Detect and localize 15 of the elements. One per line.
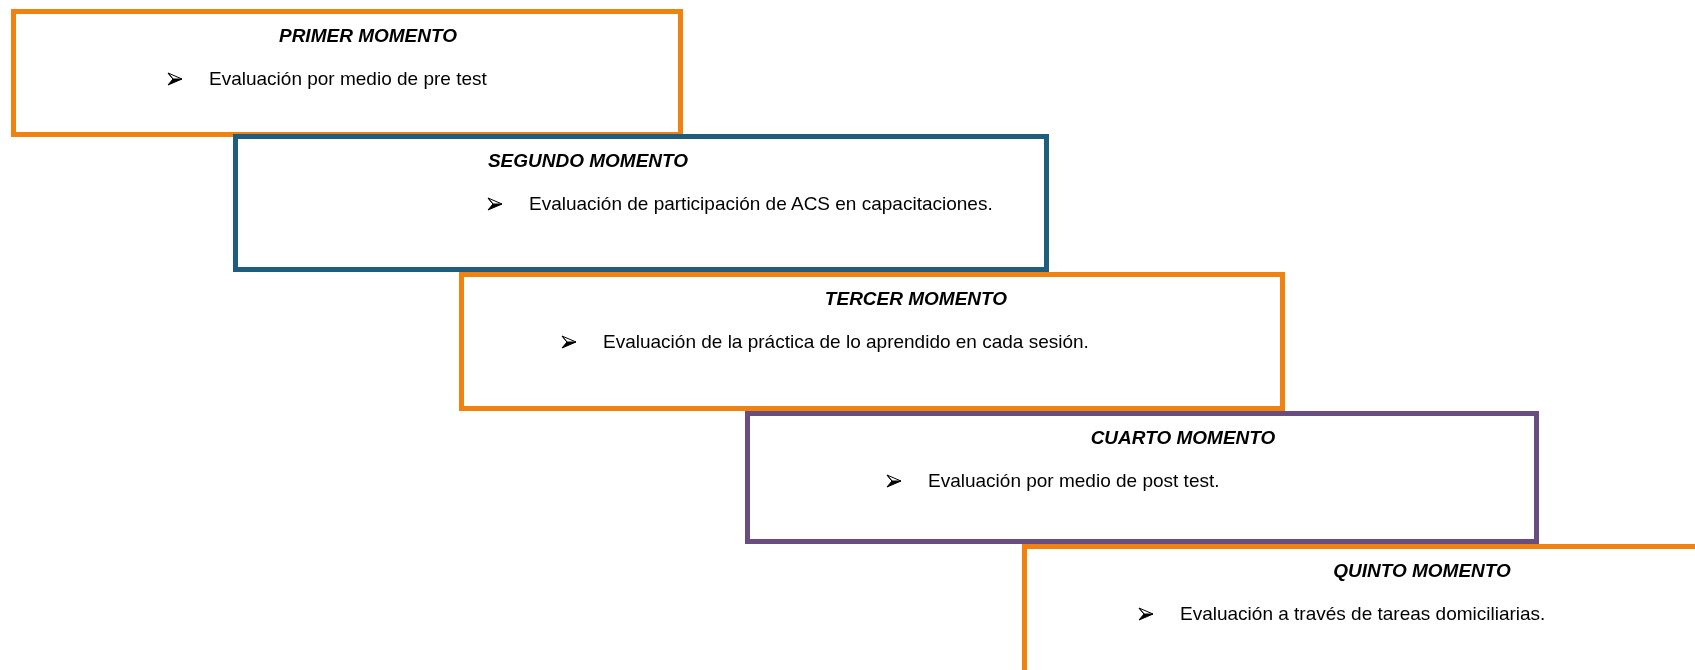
step-heading: CUARTO MOMENTO [1090, 427, 1276, 449]
step-box [233, 134, 1049, 272]
step-heading: TERCER MOMENTO [824, 288, 1008, 310]
step-box [1022, 544, 1695, 670]
step-box [11, 9, 683, 137]
step-description: Evaluación de participación de ACS en capacitaciones. [529, 193, 993, 215]
step-heading: SEGUNDO MOMENTO [487, 150, 689, 172]
step-heading: PRIMER MOMENTO [279, 25, 457, 47]
step-description: Evaluación por medio de pre test [209, 68, 487, 90]
step-description: Evaluación por medio de post test. [928, 470, 1220, 492]
step-description: Evaluación de la práctica de lo aprendido en cada sesión. [603, 331, 1089, 353]
step-heading: QUINTO MOMENTO [1333, 560, 1511, 582]
step-box [459, 272, 1285, 411]
step-description: Evaluación a través de tareas domiciliarias. [1180, 603, 1546, 625]
step-box [745, 411, 1539, 544]
